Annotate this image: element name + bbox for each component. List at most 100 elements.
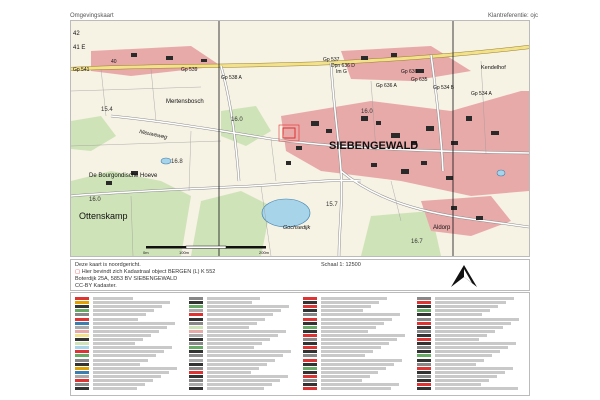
legend-symbol xyxy=(189,370,203,374)
legend-row xyxy=(417,379,525,383)
legend-row xyxy=(189,309,297,313)
legend-text xyxy=(321,387,391,391)
address-text: Boterdijk 25A, 5853 BV SIEBENGEWALD xyxy=(75,276,178,282)
legend-row xyxy=(303,321,411,326)
legend-row xyxy=(303,313,411,317)
legend-row xyxy=(75,346,183,350)
main-roads xyxy=(71,45,529,71)
legend-row xyxy=(189,342,297,346)
elevation-label: 16.0 xyxy=(361,109,373,115)
legend-text xyxy=(93,346,172,350)
legend-text xyxy=(321,383,399,387)
buildings xyxy=(106,53,499,220)
legend-text xyxy=(207,325,249,329)
legend-symbol xyxy=(189,309,203,313)
legend-text xyxy=(207,333,278,337)
legend-text xyxy=(207,354,283,358)
legend-row xyxy=(417,366,525,371)
legend-symbol xyxy=(303,374,317,378)
legend-row xyxy=(303,329,411,334)
road-label-gochsedijk: Gochsedijk xyxy=(283,225,310,231)
legend-text xyxy=(435,309,490,313)
legend-row xyxy=(189,338,297,342)
topographic-map[interactable]: SIEBENGEWALD Ottenskamp Mertensbosch De … xyxy=(70,20,530,257)
legend-row xyxy=(303,346,411,350)
legend-symbol xyxy=(303,338,317,341)
legend-text xyxy=(435,301,506,305)
legend-row xyxy=(189,321,297,326)
legend-symbol xyxy=(417,379,431,382)
legend-symbol xyxy=(75,374,89,378)
legend-row xyxy=(189,329,297,334)
legend-row xyxy=(417,321,525,326)
legend-text xyxy=(93,374,161,378)
legend-symbol xyxy=(75,329,89,333)
legend-row xyxy=(75,387,183,391)
legend-row xyxy=(75,383,183,387)
map-label: 41 E xyxy=(73,45,85,51)
legend-row xyxy=(303,383,411,387)
legend-row xyxy=(303,379,411,383)
map-label: Im G xyxy=(336,69,347,75)
legend-row xyxy=(189,317,297,322)
legend-row xyxy=(189,383,297,387)
legend-symbol xyxy=(189,374,203,378)
map-label: Dpn 636 D xyxy=(331,63,355,69)
legend-text xyxy=(321,354,365,358)
legend-row xyxy=(303,358,411,363)
legend-row xyxy=(303,354,411,358)
legend-row xyxy=(417,313,525,317)
legend-text xyxy=(93,370,169,374)
legend-symbol xyxy=(189,305,203,309)
legend-symbol xyxy=(75,333,89,337)
legend-row xyxy=(303,317,411,322)
secondary-roads-fill xyxy=(71,54,529,256)
legend-text xyxy=(435,346,508,350)
legend-symbol xyxy=(303,333,317,337)
map-label: 40 xyxy=(111,59,117,65)
scale-tick-label: 0m xyxy=(143,250,149,255)
legend-text xyxy=(435,370,505,374)
parcel-text: Hier bevindt zich Kadastraal object BERG… xyxy=(81,269,216,275)
legend-row xyxy=(417,354,525,358)
legend-symbol xyxy=(303,329,317,333)
legend-symbol xyxy=(189,383,203,387)
legend-row xyxy=(189,350,297,354)
legend-symbol xyxy=(417,366,431,370)
parcel-marker[interactable] xyxy=(278,124,300,142)
legend-text xyxy=(93,383,145,387)
legend-text xyxy=(93,333,151,337)
legend-symbol xyxy=(417,333,431,337)
legend-row xyxy=(417,374,525,379)
legend-symbol xyxy=(417,358,431,362)
legend-symbol xyxy=(303,346,317,350)
legend-text xyxy=(207,309,281,313)
legend-row xyxy=(75,309,183,313)
legend-symbol xyxy=(303,379,317,382)
legend-text xyxy=(207,313,273,317)
place-label-siebengewald: SIEBENGEWALD xyxy=(329,140,418,152)
legend-symbol xyxy=(417,383,431,387)
legend-text xyxy=(321,325,376,329)
legend-row xyxy=(189,379,297,383)
legend-symbol xyxy=(303,313,317,317)
scale-tick-label: 100m xyxy=(179,250,190,255)
legend-text xyxy=(207,297,260,300)
legend-row xyxy=(189,374,297,379)
legend-text xyxy=(93,325,167,329)
legend-text xyxy=(435,329,495,333)
legend-symbol xyxy=(417,301,431,305)
scale-text: Schaal 1: 12500 xyxy=(321,262,361,268)
legend-text xyxy=(321,370,378,374)
legend-symbol xyxy=(303,317,317,321)
legend-symbol xyxy=(189,387,203,391)
legend-symbol xyxy=(75,387,89,391)
legend-text xyxy=(93,387,137,391)
place-label-bourgondische-hoeve: De Bourgondische Hoeve xyxy=(89,173,158,179)
legend-row xyxy=(189,325,297,330)
legend-text xyxy=(93,297,133,300)
legend-row xyxy=(417,301,525,305)
legend-row xyxy=(303,309,411,313)
legend-symbol xyxy=(75,317,89,321)
legend-row xyxy=(75,321,183,326)
